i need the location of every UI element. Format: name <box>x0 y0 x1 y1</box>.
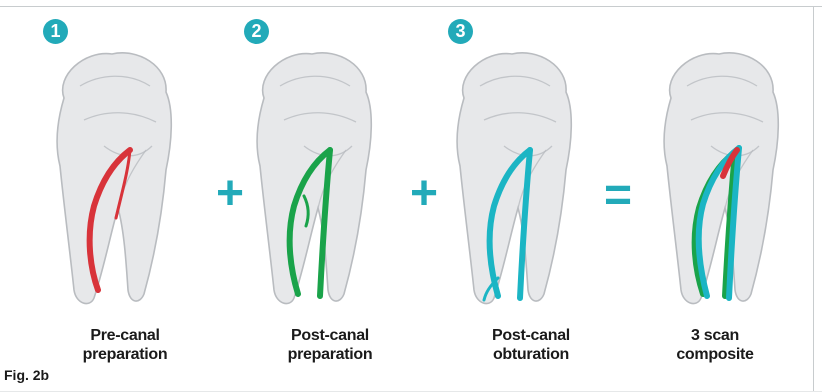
equals-operator: = <box>604 172 632 220</box>
plus-operator: + <box>216 170 244 218</box>
tooth-outline <box>257 53 371 304</box>
tooth-composite <box>651 46 786 308</box>
frame-right-border <box>813 6 814 392</box>
tooth-post-canal-preparation <box>244 46 379 308</box>
step-2-badge: 2 <box>244 19 269 44</box>
frame-top-border <box>0 6 822 7</box>
tooth-outline <box>457 53 571 304</box>
step-3-badge: 3 <box>448 19 473 44</box>
tooth-outline <box>57 53 171 304</box>
figure-label: Fig. 2b <box>4 367 49 383</box>
plus-operator: + <box>410 170 438 218</box>
tooth-pre-canal <box>44 46 179 308</box>
step-1-badge: 1 <box>43 19 68 44</box>
tooth-post-canal-obturation <box>444 46 579 308</box>
